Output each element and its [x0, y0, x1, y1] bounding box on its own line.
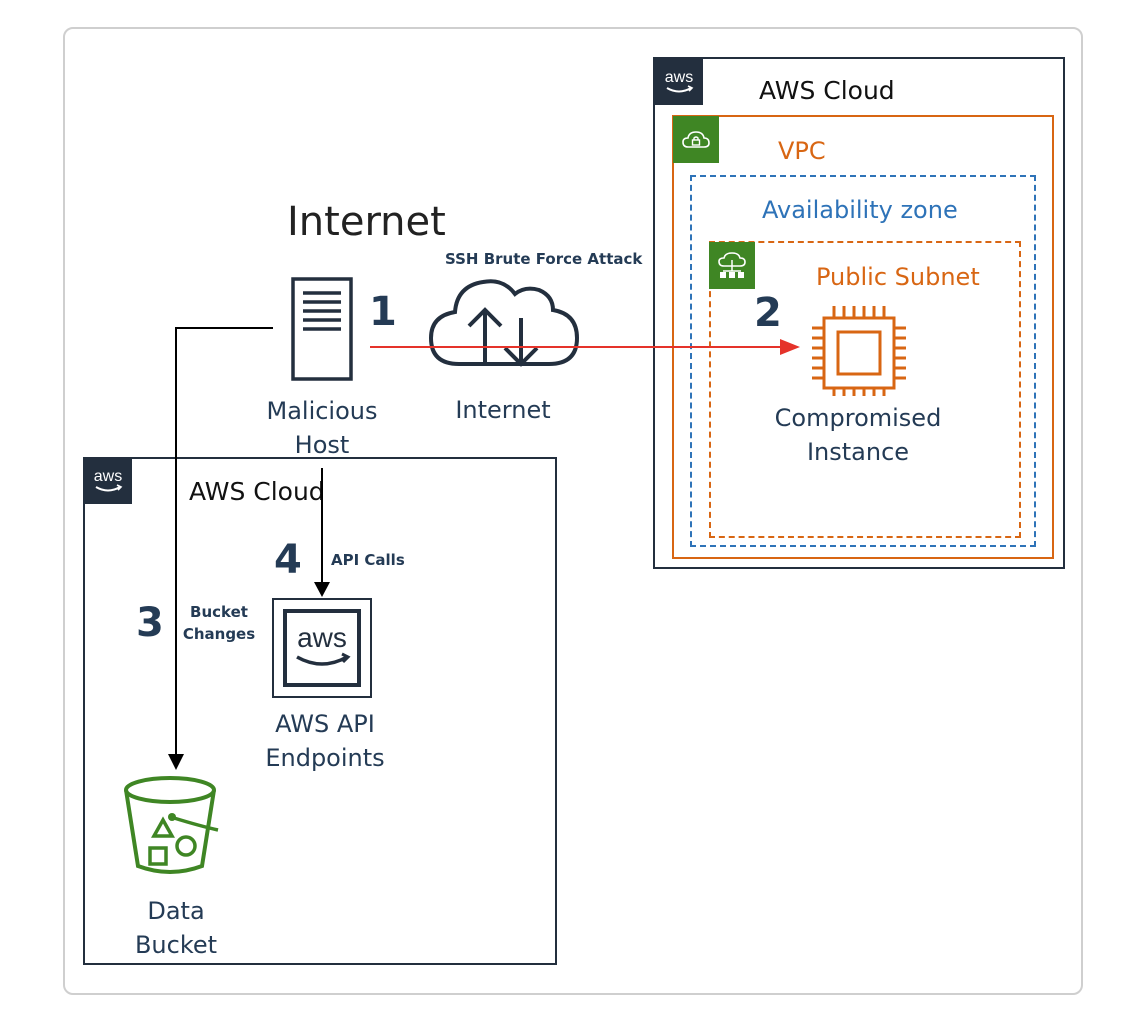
api-calls-label: API Calls [331, 551, 405, 569]
aws-api-endpoints-label: AWS API Endpoints [235, 707, 415, 775]
data-bucket-label: Data Bucket [116, 894, 236, 962]
ssh-attack-label: SSH Brute Force Attack [445, 250, 643, 268]
aws-api-endpoints-line1: AWS API [275, 710, 375, 738]
step-1-number: 1 [369, 289, 397, 335]
aws-api-logo-icon: aws [296, 622, 351, 666]
step-4-number: 4 [274, 537, 302, 583]
aws-api-logo-text: aws [297, 622, 347, 653]
ec2-chip-icon [812, 306, 906, 396]
malicious-host-line1: Malicious [266, 397, 378, 425]
public-subnet-badge [709, 242, 755, 289]
compromised-instance-line2: Instance [806, 438, 910, 466]
public-subnet-label: Public Subnet [816, 263, 980, 291]
step-3-number: 3 [136, 600, 164, 646]
aws-logo-icon: aws [94, 468, 123, 492]
aws-api-icon: aws [283, 609, 361, 687]
aws-api-icon-frame [272, 598, 372, 698]
step-2-number: 2 [754, 290, 782, 336]
compromised-instance-label: Compromised Instance [758, 401, 958, 469]
vpc-group [672, 115, 1054, 559]
vpc-lock-cloud-icon [682, 130, 710, 148]
left-aws-cloud-title: AWS Cloud [189, 477, 325, 506]
aws-logo-icon: aws [664, 69, 693, 92]
server-icon [291, 277, 353, 381]
cloud-upload-download-icon [428, 279, 580, 367]
malicious-host-line2: Host [294, 431, 350, 459]
aws-logo-text: aws [664, 69, 692, 86]
bucket-changes-line1: Bucket [190, 603, 248, 621]
vpc-badge [673, 116, 719, 163]
vpc-label: VPC [778, 137, 826, 165]
bucket-changes-label: Bucket Changes [180, 601, 258, 645]
public-subnet-group [709, 241, 1021, 538]
bucket-changes-line2: Changes [182, 625, 256, 643]
availability-zone-group [690, 175, 1036, 547]
left-aws-badge: aws [84, 458, 132, 504]
diagram-frame [63, 27, 1083, 995]
right-aws-badge: aws [654, 58, 703, 105]
data-bucket-line1: Data [147, 897, 205, 925]
internet-cloud-label: Internet [455, 396, 551, 424]
internet-title: Internet [287, 199, 446, 245]
right-aws-cloud-group [653, 57, 1065, 569]
malicious-host-label: Malicious Host [242, 394, 402, 462]
availability-zone-label: Availability zone [762, 196, 958, 224]
data-bucket-line2: Bucket [134, 931, 218, 959]
s3-bucket-icon [124, 776, 219, 874]
right-aws-cloud-title: AWS Cloud [759, 76, 895, 105]
subnet-network-icon [718, 251, 746, 278]
left-aws-cloud-group [83, 457, 557, 965]
aws-api-endpoints-line2: Endpoints [265, 744, 385, 772]
aws-logo-text: aws [94, 468, 122, 485]
compromised-instance-line1: Compromised [774, 404, 942, 432]
